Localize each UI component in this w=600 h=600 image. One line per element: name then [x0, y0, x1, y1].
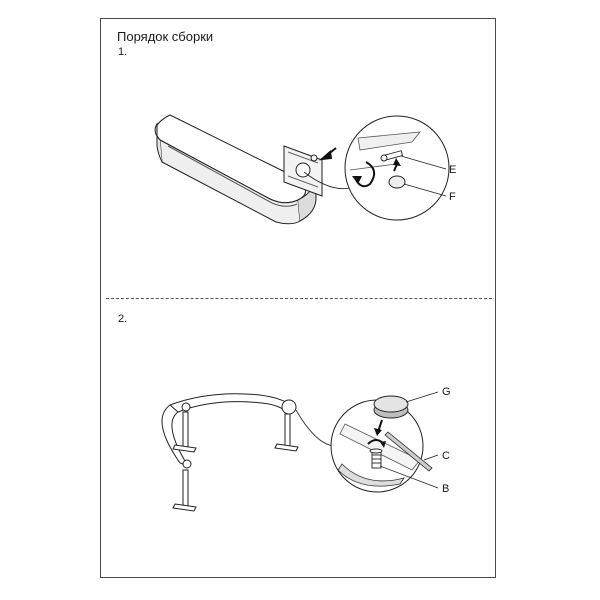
step2-leader-lines — [379, 391, 439, 489]
step2-mount-right — [281, 399, 297, 415]
step2-leg-right — [274, 413, 299, 452]
step-divider — [106, 298, 492, 299]
cap-g-icon — [373, 395, 409, 419]
step2-mount-bottom — [182, 459, 192, 469]
step1-lamp-body — [154, 114, 317, 225]
screw-e-icon — [380, 150, 404, 162]
step2-mount-top-left — [181, 402, 191, 412]
label-b: B — [442, 483, 449, 495]
rod-c-icon — [384, 431, 433, 472]
step-number-1: 1. — [118, 46, 128, 58]
label-f: F — [449, 191, 456, 203]
step1-arrow-to-bracket — [318, 147, 337, 161]
step2-leg-left — [172, 411, 197, 453]
cap-f-icon — [388, 175, 406, 189]
label-e: E — [449, 164, 456, 176]
step1-wall-bracket — [283, 145, 323, 197]
step1-callout-line — [303, 171, 351, 190]
step1-leader-lines — [400, 155, 447, 197]
bolt-b-icon — [369, 448, 383, 469]
step1-detail-circle — [344, 115, 450, 221]
label-g: G — [442, 386, 451, 398]
step2-arc-rail — [161, 393, 291, 467]
label-c: C — [442, 450, 450, 462]
step2-leg-center — [172, 469, 197, 512]
page-title: Порядок сборки — [117, 29, 214, 44]
step2-detail-circle — [330, 399, 433, 493]
step-number-2: 2. — [118, 313, 128, 325]
